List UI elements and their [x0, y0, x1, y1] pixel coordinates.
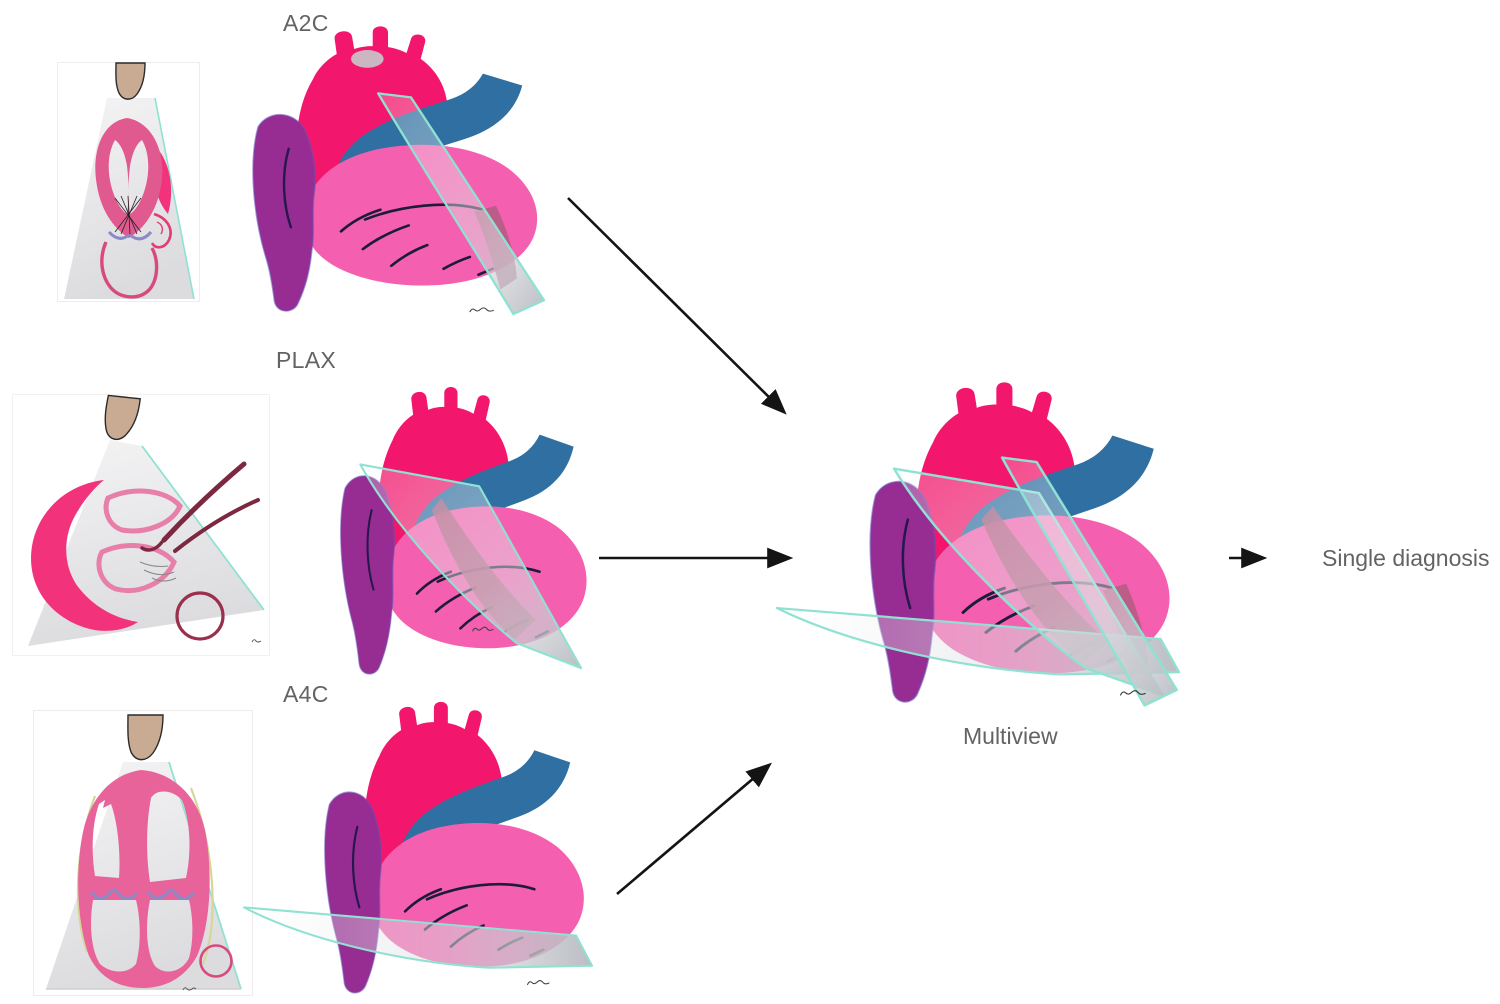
a2c-scan-plane	[376, 92, 546, 316]
right-atrium	[324, 791, 383, 994]
artist-signature	[251, 639, 262, 643]
beam-edge	[141, 445, 265, 611]
coronary-vessel-lines	[339, 203, 495, 276]
plax-scan-plane	[892, 467, 1165, 697]
multiview-heart-illustration	[770, 378, 1202, 712]
plax-scan-plane	[359, 463, 583, 670]
aorta-walls	[140, 461, 260, 553]
a2c-heart-illustration	[232, 26, 546, 320]
upper-chamber-outline	[103, 488, 183, 534]
chordae-lines	[114, 195, 142, 235]
a2c-schematic-svg	[57, 62, 200, 302]
ultrasound-probe	[127, 714, 164, 761]
label-a4c: A4C	[283, 681, 329, 707]
artist-signature	[182, 987, 197, 991]
ventricle-crescent	[31, 480, 138, 631]
appendage-outline	[150, 212, 172, 249]
ultrasound-probe	[115, 62, 146, 100]
vessel-ring	[175, 591, 225, 641]
a4c-heart-illustration	[240, 701, 602, 1002]
schematic-frame	[12, 394, 270, 656]
plax-probe-schematic	[12, 394, 270, 656]
atrium-outline	[100, 241, 159, 299]
heart-a4c-svg	[242, 701, 594, 994]
plax-schematic-svg	[12, 394, 270, 656]
heart-a2c-svg	[252, 26, 546, 316]
a2c-probe-schematic	[57, 62, 200, 302]
a2c-scan-plane	[1000, 456, 1178, 707]
heart-multiview-svg	[775, 382, 1181, 707]
ultrasound-probe	[104, 394, 141, 441]
ultrasound-beam	[64, 98, 194, 299]
heart-plax-svg	[340, 386, 587, 675]
arrow-a2c-to-multiview	[567, 197, 787, 415]
plax-heart-illustration	[298, 383, 600, 681]
artist-signature	[472, 626, 494, 632]
arrow-a4c-to-multiview	[616, 762, 772, 895]
label-plax: PLAX	[276, 347, 337, 373]
a4c-probe-schematic	[33, 710, 253, 996]
lower-chamber-outline	[96, 543, 177, 593]
two-chamber-outline	[95, 118, 163, 238]
a4c-scan-plane	[242, 906, 594, 969]
beam-edge	[154, 97, 195, 300]
label-a2c: A2C	[283, 10, 329, 36]
artist-signature	[1119, 690, 1146, 696]
artist-signature	[526, 980, 550, 986]
right-atrium	[252, 113, 316, 312]
label-single-diagnosis: Single diagnosis	[1322, 545, 1490, 571]
label-multiview: Multiview	[963, 723, 1058, 749]
a4c-schematic-svg	[33, 710, 253, 996]
mitral-valve-arcs	[107, 230, 153, 241]
artist-signature	[469, 307, 495, 313]
schematic-frame	[33, 710, 253, 996]
four-chamber-outline	[78, 770, 210, 988]
aorta-ring	[199, 944, 233, 978]
valve-plane-lines	[89, 888, 196, 900]
chordae-lines	[139, 561, 177, 582]
aorta-cut-mark	[350, 50, 384, 68]
